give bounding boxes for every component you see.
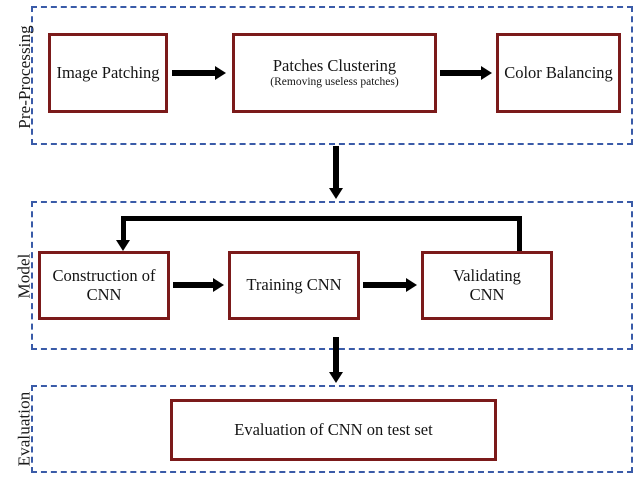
connector-patching-to-clustering	[172, 70, 218, 76]
connector-training-to-validating	[363, 282, 409, 288]
process-box-subtitle: (Removing useless patches)	[270, 76, 399, 89]
process-box-evaluation-of-cnn-on-test-set[interactable]: Evaluation of CNN on test set	[170, 399, 497, 461]
process-box-title: Patches Clustering	[272, 55, 397, 75]
stage-label-model: Model	[14, 253, 34, 299]
connector-feedback-left-drop	[121, 216, 126, 241]
connector-model-to-evaluation	[333, 337, 339, 373]
connector-arrowhead	[481, 66, 492, 80]
connector-arrowhead	[406, 278, 417, 292]
process-box-validating-cnn[interactable]: Validating CNN	[421, 251, 553, 320]
process-box-image-patching[interactable]: Image Patching	[48, 33, 168, 113]
connector-arrowhead	[329, 372, 343, 383]
stage-label-pre-processing: Pre-Processing	[15, 25, 34, 129]
connector-arrowhead	[215, 66, 226, 80]
stage-container-model	[31, 201, 633, 350]
connector-preprocessing-to-model	[333, 146, 339, 189]
process-box-title: Construction of CNN	[52, 266, 156, 304]
process-box-title: Image Patching	[56, 62, 160, 82]
connector-arrowhead	[213, 278, 224, 292]
connector-clustering-to-balancing	[440, 70, 484, 76]
stage-container-evaluation	[31, 385, 633, 473]
process-box-construction-of-cnn[interactable]: Construction of CNN	[38, 251, 170, 320]
connector-feedback-horizontal-segment	[121, 216, 522, 221]
stage-container-pre-processing	[31, 6, 633, 145]
process-box-title: Evaluation of CNN on test set	[234, 419, 433, 439]
connector-arrowhead	[116, 240, 130, 251]
process-box-patches-clustering[interactable]: Patches Clustering (Removing useless pat…	[232, 33, 437, 113]
stage-label-evaluation: Evaluation	[14, 391, 34, 467]
connector-construction-to-training	[173, 282, 215, 288]
process-box-color-balancing[interactable]: Color Balancing	[496, 33, 621, 113]
process-box-title: Color Balancing	[504, 62, 613, 82]
connector-arrowhead	[329, 188, 343, 199]
process-box-title: Validating CNN	[453, 266, 521, 304]
connector-feedback-right-riser	[517, 216, 522, 251]
process-box-training-cnn[interactable]: Training CNN	[228, 251, 360, 320]
process-box-title: Training CNN	[246, 275, 342, 295]
